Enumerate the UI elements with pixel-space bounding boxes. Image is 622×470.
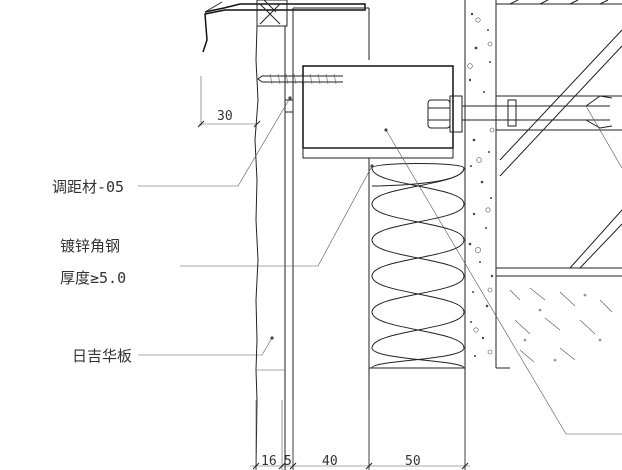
anchor-bolt [427, 95, 613, 133]
steel-angle [302, 65, 454, 159]
wall-panel [254, 25, 286, 470]
concrete-wall [467, 12, 495, 357]
dimension-lines [197, 76, 470, 470]
angle-steel-thickness-label: 厚度≥5.0 [60, 269, 126, 287]
dimension-40: 40 [322, 454, 338, 469]
spacer-label: 调距材-05 [52, 178, 124, 196]
top-flashing [202, 0, 366, 53]
panel-label: 日吉华板 [72, 347, 132, 365]
framing-lines [285, 0, 497, 470]
dimension-5: 5 [284, 454, 292, 469]
panel-screw [257, 73, 343, 85]
dimension-top: 30 [217, 109, 233, 124]
steel-truss [496, 0, 622, 369]
angle-steel-label: 镀锌角钢 [60, 237, 120, 255]
dimension-16: 16 [261, 454, 277, 469]
insulation-wool [369, 163, 465, 369]
leader-lines [138, 96, 622, 435]
dimension-50: 50 [405, 454, 421, 469]
